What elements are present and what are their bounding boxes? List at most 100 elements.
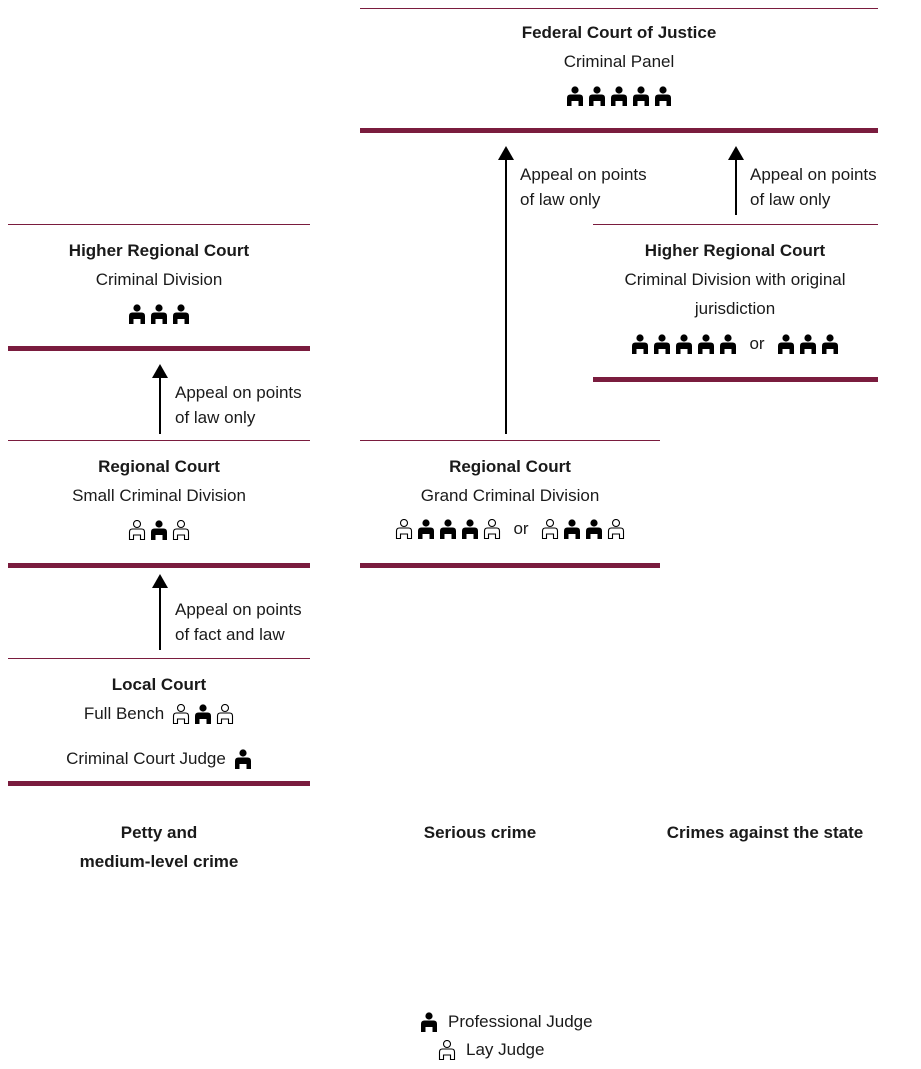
professional-judge-icon [654, 86, 672, 106]
rc-grand-subtitle: Grand Criminal Division [420, 486, 600, 505]
professional-judge-icon [799, 333, 817, 354]
rc-small-title: Regional Court [98, 457, 220, 476]
rc-small-box: Regional Court Small Criminal Division [8, 452, 310, 540]
hrc-right-box: Higher Regional Court Criminal Division … [585, 236, 885, 358]
single-judge-row: Criminal Court Judge [8, 744, 310, 773]
appeal-label-line: of fact and law [175, 625, 285, 644]
professional-judge-icon [675, 333, 693, 354]
category-petty-line1: Petty and [120, 823, 198, 842]
professional-judge-icon [653, 333, 671, 354]
appeal-arrow-hrc-to-federal [728, 146, 744, 215]
professional-judge-icon [632, 86, 650, 106]
rc-grand-title: Regional Court [449, 457, 571, 476]
or-label: or [513, 519, 529, 538]
professional-judge-icon [150, 520, 168, 540]
category-state-label: Crimes against the state [666, 823, 864, 842]
category-serious: Serious crime [360, 818, 600, 847]
category-petty-line2: medium-level crime [79, 852, 239, 871]
hrc-right-bench: or [585, 329, 885, 358]
hrc-right-subtitle-1: Criminal Division with original [624, 270, 846, 289]
local-bottom-rule [8, 781, 310, 786]
hrc-right-top-rule [593, 224, 878, 225]
federal-top-rule [360, 8, 878, 9]
appeal-label-local-to-small: Appeal on points of fact and law [175, 597, 302, 647]
appeal-label-small-to-hrc: Appeal on points of law only [175, 380, 302, 430]
criminal-court-judge-label: Criminal Court Judge [66, 749, 226, 768]
federal-bottom-rule [360, 128, 878, 133]
appeal-label-line: of law only [175, 408, 256, 427]
hrc-left-title: Higher Regional Court [68, 241, 250, 260]
lay-judge-icon [483, 518, 501, 539]
appeal-arrow-local-to-small [152, 574, 168, 650]
professional-judge-icon [585, 518, 603, 539]
appeal-label-grand-to-federal: Appeal on points of law only [520, 162, 647, 212]
full-bench-row: Full Bench [8, 699, 310, 728]
rc-grand-box: Regional Court Grand Criminal Division o… [355, 452, 665, 543]
rc-small-bench [8, 520, 310, 540]
rc-small-top-rule [8, 440, 310, 441]
or-label: or [749, 334, 765, 353]
appeal-label-line: Appeal on points [175, 383, 302, 402]
legend-lay: Lay Judge [438, 1040, 544, 1060]
appeal-label-line: Appeal on points [175, 600, 302, 619]
local-court-title: Local Court [111, 675, 207, 694]
professional-judge-icon [150, 304, 168, 324]
category-state: Crimes against the state [640, 818, 890, 847]
professional-judge-icon [420, 1012, 438, 1032]
rc-small-bottom-rule [8, 563, 310, 568]
professional-judge-icon [563, 518, 581, 539]
lay-judge-icon [607, 518, 625, 539]
professional-judge-icon [631, 333, 649, 354]
professional-judge-icon [777, 333, 795, 354]
legend-professional-label: Professional Judge [448, 1012, 593, 1031]
hrc-left-top-rule [8, 224, 310, 225]
hrc-right-title: Higher Regional Court [644, 241, 826, 260]
professional-judge-icon [697, 333, 715, 354]
professional-judge-icon [461, 518, 479, 539]
lay-judge-icon [172, 520, 190, 540]
professional-judge-icon [821, 333, 839, 354]
appeal-arrow-small-to-hrc [152, 364, 168, 434]
category-petty: Petty and medium-level crime [8, 818, 310, 876]
legend-professional: Professional Judge [420, 1012, 593, 1032]
professional-judge-icon [588, 86, 606, 106]
professional-judge-icon [417, 518, 435, 539]
hrc-left-subtitle: Criminal Division [95, 270, 223, 289]
hrc-left-box: Higher Regional Court Criminal Division [8, 236, 310, 324]
lay-judge-icon [172, 703, 190, 724]
professional-judge-icon [172, 304, 190, 324]
category-serious-label: Serious crime [423, 823, 537, 842]
federal-court-bench [360, 86, 878, 106]
appeal-label-line: of law only [750, 190, 831, 209]
appeal-label-line: Appeal on points [520, 165, 647, 184]
professional-judge-icon [194, 703, 212, 724]
professional-judge-icon [719, 333, 737, 354]
full-bench-icons [172, 703, 234, 724]
appeal-label-hrc-to-federal: Appeal on points of law only [750, 162, 877, 212]
local-top-rule [8, 658, 310, 659]
lay-judge-icon [438, 1040, 456, 1060]
hrc-left-bottom-rule [8, 346, 310, 351]
lay-judge-icon [128, 520, 146, 540]
professional-judge-icon [610, 86, 628, 106]
rc-grand-bottom-rule [360, 563, 660, 568]
appeal-arrow-grand-to-federal [498, 146, 514, 434]
appeal-label-line: of law only [520, 190, 601, 209]
federal-court-box: Federal Court of Justice Criminal Panel [360, 18, 878, 106]
professional-judge-icon [128, 304, 146, 324]
professional-judge-icon [439, 518, 457, 539]
local-court-box: Local Court Full Bench Criminal Court Ju… [8, 670, 310, 773]
federal-court-title: Federal Court of Justice [521, 23, 717, 42]
rc-grand-bench: or [355, 514, 665, 543]
hrc-right-subtitle-2: jurisdiction [694, 299, 776, 318]
professional-judge-icon [234, 748, 252, 769]
appeal-label-line: Appeal on points [750, 165, 877, 184]
lay-judge-icon [216, 703, 234, 724]
full-bench-label: Full Bench [83, 704, 165, 723]
rc-small-subtitle: Small Criminal Division [72, 486, 246, 505]
legend-lay-label: Lay Judge [466, 1040, 545, 1059]
professional-judge-icon [566, 86, 584, 106]
rc-grand-top-rule [360, 440, 660, 441]
hrc-left-bench [8, 304, 310, 324]
lay-judge-icon [541, 518, 559, 539]
